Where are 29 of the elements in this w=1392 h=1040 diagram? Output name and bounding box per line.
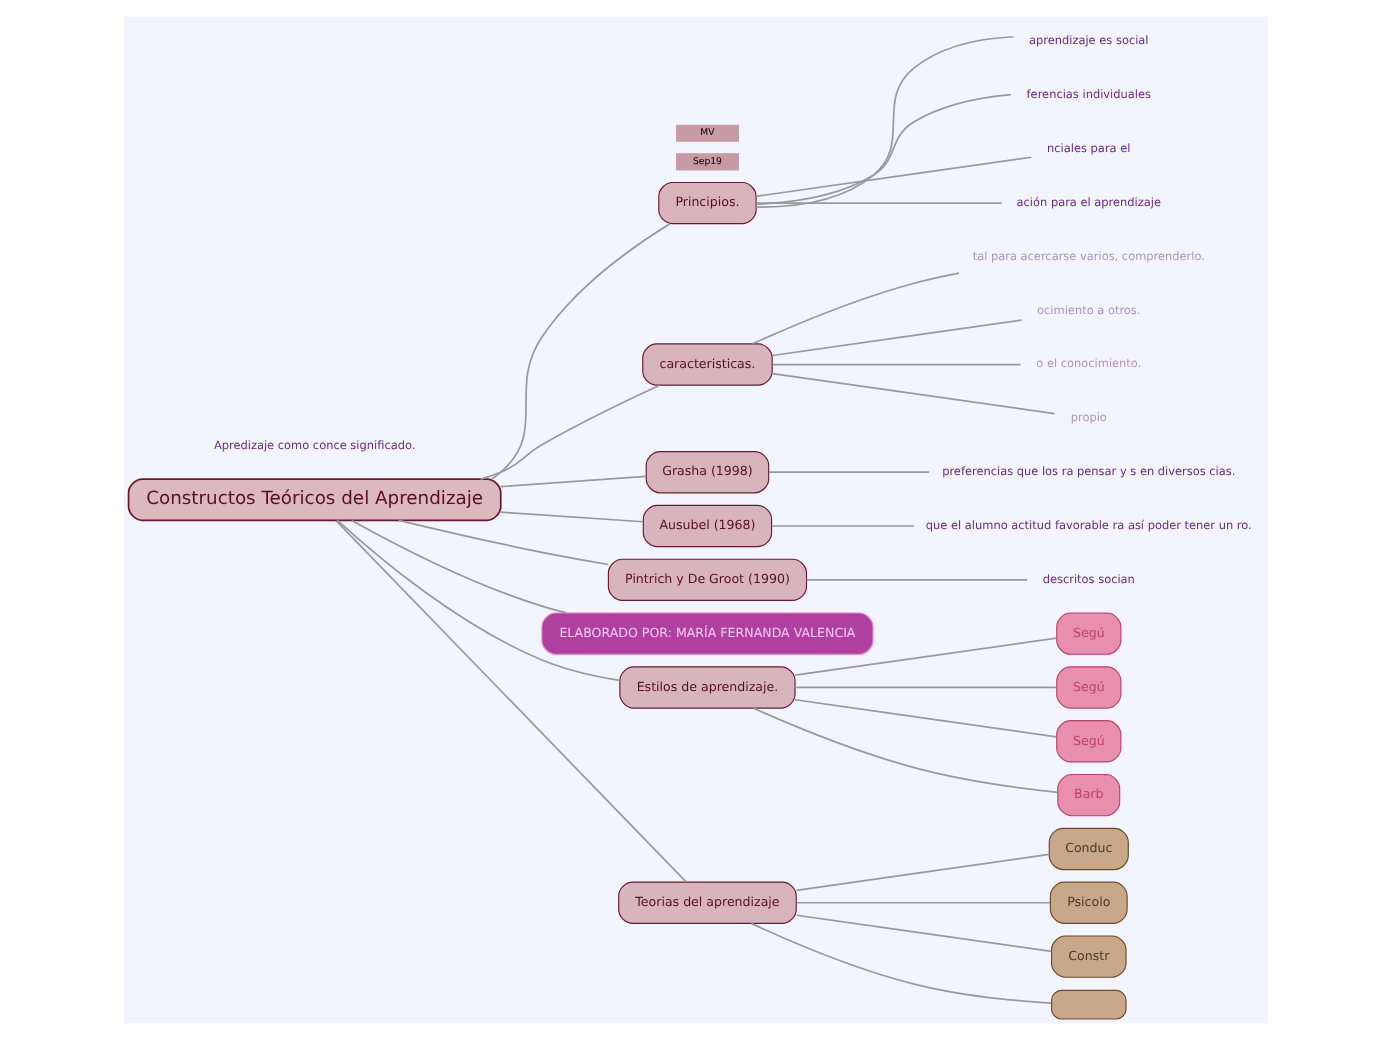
connector [491,222,671,480]
connector [795,901,1051,904]
connector [499,475,647,488]
connector [755,35,1015,208]
connector [750,922,1053,1004]
connector [794,698,1058,738]
connector [768,471,931,474]
connector [350,519,568,614]
connector [770,525,915,527]
connector [755,202,1003,204]
connector [751,272,960,345]
connector [794,686,1058,689]
connector [752,707,1059,794]
connector [794,637,1058,677]
connector [336,519,621,682]
connector [805,578,1029,581]
connector [499,511,645,523]
connector [771,319,1023,357]
connector [795,853,1050,892]
connector [335,519,687,883]
connector [771,372,1056,415]
connector [755,93,1012,206]
connector [479,384,661,480]
connector [795,914,1053,953]
connector [755,156,1033,198]
node-box: Constructos Teóricos del Aprendizaje [127,478,502,522]
connector [771,363,1022,366]
connector [397,519,610,566]
node-box [1051,989,1127,1020]
